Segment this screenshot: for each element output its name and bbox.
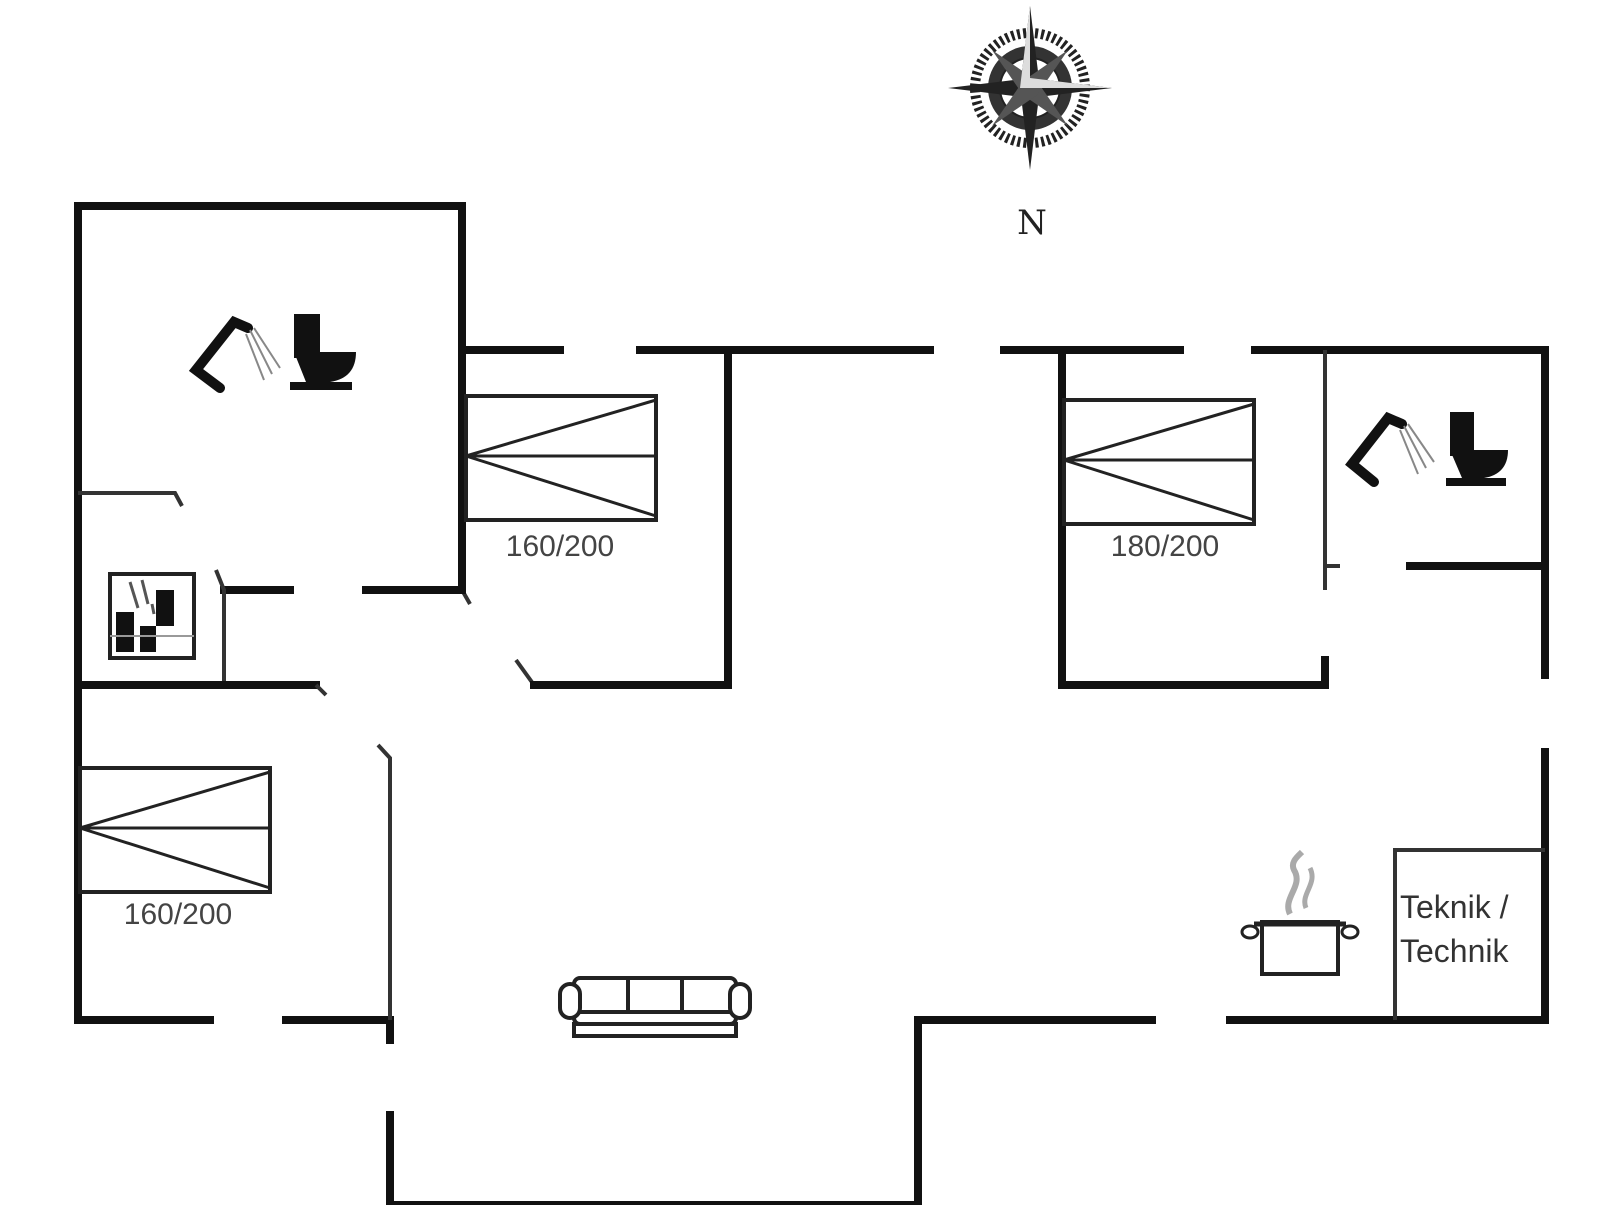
interior-walls	[74, 346, 1549, 1020]
north-label: N	[1017, 203, 1047, 243]
shower-icon	[188, 315, 281, 393]
cooking-pot-icon	[1240, 849, 1360, 976]
bed-icon	[464, 394, 658, 522]
toilet-icon	[1446, 412, 1508, 486]
toilet-icon	[290, 314, 356, 390]
bed-size-label: 160/200	[124, 898, 232, 931]
bed-icon	[78, 766, 272, 894]
shower-icon	[1345, 411, 1435, 487]
bed-size-label: 160/200	[506, 530, 614, 563]
bed-icon	[1062, 398, 1256, 526]
sofa-icon	[558, 976, 752, 1038]
utility-room-label-line2: Technik	[1400, 933, 1510, 969]
utility-room-label-line1: Teknik /	[1400, 889, 1509, 925]
compass-rose-icon	[948, 6, 1112, 170]
bed-size-label: 180/200	[1111, 530, 1219, 563]
washing-machine-icon	[108, 572, 196, 660]
